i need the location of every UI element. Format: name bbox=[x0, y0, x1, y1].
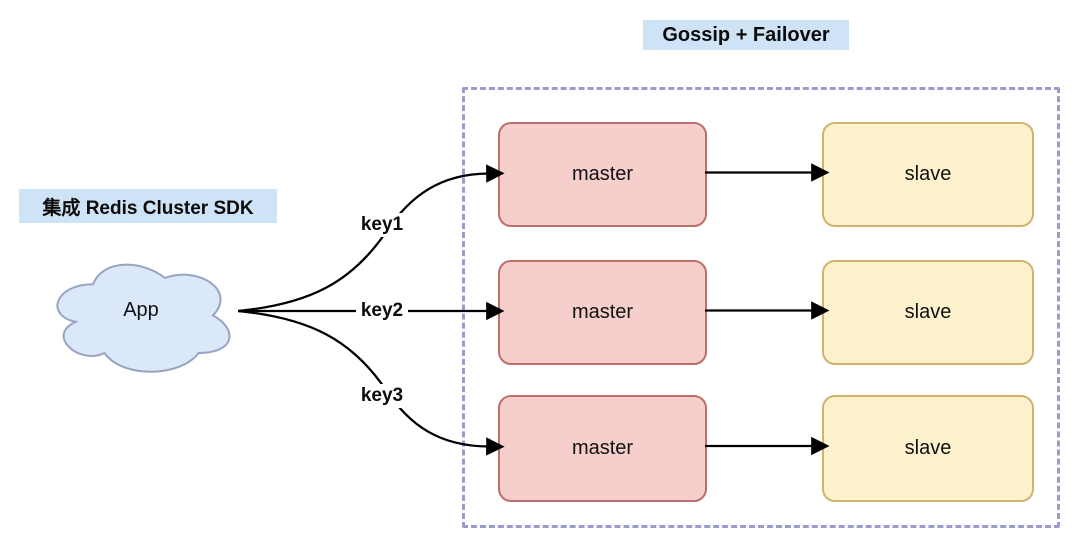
slave-node-label: slave bbox=[904, 163, 952, 185]
slave-node-label: slave bbox=[904, 437, 952, 459]
key3-arrow bbox=[237, 309, 505, 456]
master-node-1: master bbox=[498, 122, 707, 227]
app-label: App bbox=[123, 298, 159, 321]
slave-node-2: slave bbox=[822, 260, 1034, 365]
master-node-3: master bbox=[498, 395, 707, 502]
gossip-failover-label: Gossip + Failover bbox=[643, 20, 849, 50]
slave-node-1: slave bbox=[822, 122, 1034, 227]
master-node-label: master bbox=[571, 301, 634, 323]
key2-label: key2 bbox=[356, 299, 408, 323]
master-node-2: master bbox=[498, 260, 707, 365]
key1-label: key1 bbox=[356, 213, 408, 237]
slave-node-label: slave bbox=[904, 301, 952, 323]
slave-node-3: slave bbox=[822, 395, 1034, 502]
master-node-label: master bbox=[571, 163, 634, 185]
sdk-label: 集成 Redis Cluster SDK bbox=[19, 189, 277, 223]
key3-label: key3 bbox=[356, 384, 408, 408]
master-node-label: master bbox=[571, 437, 634, 459]
